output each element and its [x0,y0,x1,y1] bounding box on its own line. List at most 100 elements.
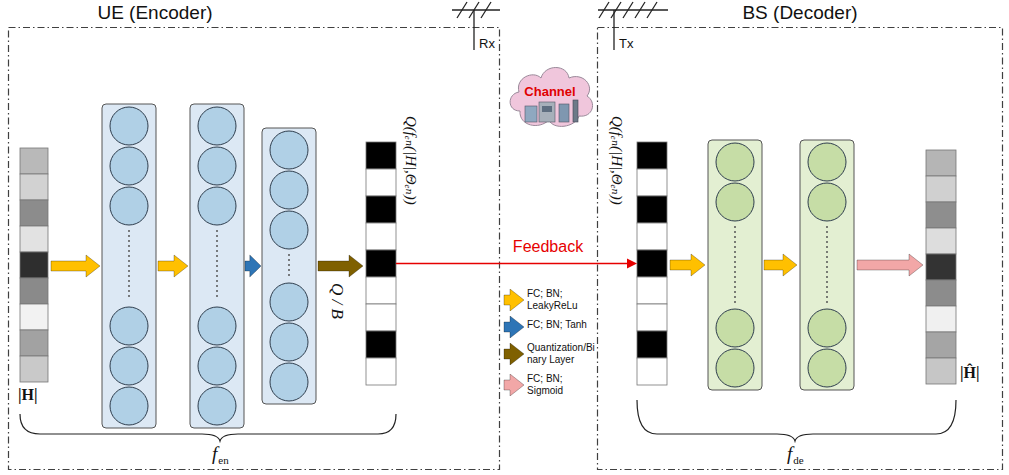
decoder-layer-1 [708,140,762,390]
legend-swatch [503,289,525,311]
antenna-mast [613,10,614,50]
decoder-frame [598,28,1003,470]
channel-cloud: Channel [505,56,595,134]
arrowhead [627,259,637,269]
neuron [110,187,148,225]
neuron [716,183,754,221]
decoder-brace [637,400,956,441]
node-text: UE (Encoder) [8,2,302,24]
vector-cell [926,332,956,358]
vector-cell [366,250,396,277]
neuron [808,143,846,181]
vector-cell [366,304,396,331]
neuron [808,349,846,387]
neuron [270,363,308,401]
vector-cell [637,169,667,196]
layer-column [102,104,156,428]
neuron [716,309,754,347]
vector-cell [20,200,48,226]
node-text: Q(fₑₙ(|H|,Θₑₙ)) [402,116,420,205]
codeword-node: Q(fₑₙ(|H|,Θₑₙ)) [366,142,396,385]
codeword-vector [366,142,396,385]
ellipsis-dots [216,231,218,301]
neuron [270,283,308,321]
edge-label: Feedback [513,237,583,256]
output-vector [926,150,956,384]
neuron [198,187,236,225]
antenna-element [469,2,479,18]
neuron [270,131,308,169]
fc-tanh-arrow [245,255,261,277]
vector-cell [926,358,956,384]
neuron [110,307,148,345]
vector-cell [926,228,956,254]
neuron [110,107,148,145]
vector-cell [20,278,48,304]
vector-cell [366,277,396,304]
vector-cell [366,142,396,169]
node-text: |H| [18,386,38,404]
building [559,104,569,122]
function-symbol: f [787,444,792,464]
legend-arrow [504,343,524,365]
vector-cell [366,331,396,358]
decoder-layer-2 [800,140,854,390]
vector-cell [366,358,396,385]
layer-column [800,140,854,390]
neuron [808,183,846,221]
legend-row: FC; BN; Sigmoid [503,373,595,397]
legend-row: FC; BN; LeakyReLu [503,288,595,312]
quantization-arrow [318,255,363,277]
antenna-element [481,2,491,18]
neuron [198,147,236,185]
function-subscript: de [793,454,803,466]
input-vector-node: |H| [20,148,48,382]
legend-arrow [504,316,524,338]
vector-cell [637,223,667,250]
vector-cell [926,280,956,306]
neuron [198,387,236,425]
vector-cell [20,148,48,174]
decoder-box: BS (Decoder) Q(fₑₙ(|H|,Θₑₙ)) |Ĥ| [597,2,1003,472]
neuron [270,171,308,209]
neuron [110,347,148,385]
vector-cell [366,196,396,223]
node-text: BS (Decoder) [597,2,1003,24]
building [525,106,537,122]
building [539,102,555,122]
neuron [198,107,236,145]
vector-cell [926,150,956,176]
legend-text: FC; BN; Tanh [527,319,595,331]
output-vector-node: |Ĥ| [926,150,956,384]
legend-text: Quantization/Binary Layer [527,342,595,366]
neuron [270,211,308,249]
ellipsis-dots [826,227,828,303]
legend-row: Quantization/Binary Layer [503,342,595,366]
vector-cell [20,252,48,278]
neuron [808,309,846,347]
vector-cell [20,304,48,330]
vector-cell [637,331,667,358]
vector-cell [637,358,667,385]
neuron [716,143,754,181]
neuron [110,387,148,425]
quantizer-label: Q / B [328,283,346,319]
antenna-element [623,2,633,18]
antenna-element [635,2,645,18]
legend-text: FC; BN; Sigmoid [527,373,595,397]
input-vector [20,148,48,382]
neuron [198,307,236,345]
legend-arrow [504,289,524,311]
building-window [542,106,552,112]
neuron [198,347,236,385]
fc-sigmoid-arrow [857,254,923,276]
ellipsis-dots [288,255,290,277]
ellipsis-dots [734,227,736,303]
received-codeword-node: Q(fₑₙ(|H|,Θₑₙ)) [637,142,667,385]
vector-cell [637,196,667,223]
vector-cell [366,223,396,250]
layer-column [262,128,316,404]
received-codeword-vector [637,142,667,385]
